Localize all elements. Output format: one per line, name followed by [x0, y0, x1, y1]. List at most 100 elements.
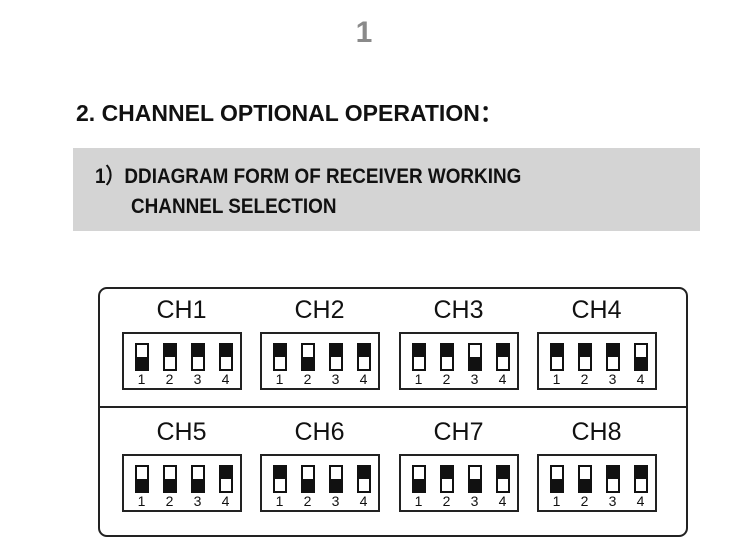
switch-knob-down	[164, 479, 175, 491]
switch-number: 1	[414, 371, 423, 387]
switch-knob-down	[469, 479, 480, 491]
switch-knob-up	[579, 345, 590, 357]
dip-switch-3: 3	[461, 465, 489, 509]
switch-knob-down	[302, 479, 313, 491]
dip-switch-1: 1	[543, 343, 571, 387]
switch-knob-up	[192, 345, 203, 357]
switch-knob-up	[607, 467, 618, 479]
switch-body	[549, 465, 564, 493]
switch-number: 2	[580, 371, 589, 387]
switch-body	[495, 343, 510, 371]
switch-body	[577, 343, 592, 371]
channel-label: CH2	[294, 296, 345, 324]
switch-number: 4	[636, 493, 645, 509]
switch-number: 4	[221, 371, 230, 387]
dip-switch-2: 2	[571, 343, 599, 387]
switch-body	[439, 465, 454, 493]
switch-knob-up	[358, 467, 369, 479]
switch-number: 1	[275, 493, 284, 509]
switch-knob-up	[441, 345, 452, 357]
switch-knob-down	[330, 479, 341, 491]
switch-body	[190, 465, 205, 493]
dip-switch-2: 2	[294, 465, 322, 509]
switch-body	[134, 343, 149, 371]
dip-switch-4: 4	[489, 465, 517, 509]
dip-switch-4: 4	[627, 343, 655, 387]
dip-switch-3: 3	[599, 343, 627, 387]
switch-body	[300, 465, 315, 493]
switch-number: 2	[442, 493, 451, 509]
switch-body	[218, 343, 233, 371]
switch-knob-up	[441, 467, 452, 479]
switch-knob-up	[164, 345, 175, 357]
channel-label: CH7	[433, 418, 484, 446]
dip-switch-4: 4	[212, 465, 240, 509]
channel-label: CH8	[571, 418, 622, 446]
switch-body	[162, 465, 177, 493]
switch-number: 3	[470, 493, 479, 509]
dip-switch-1: 1	[405, 343, 433, 387]
switch-knob-up	[220, 345, 231, 357]
switch-number: 3	[331, 493, 340, 509]
dip-switch-1: 1	[543, 465, 571, 509]
subsection-title-line-2: CHANNEL SELECTION	[131, 195, 337, 218]
switch-number: 4	[636, 371, 645, 387]
switch-number: 2	[303, 493, 312, 509]
switch-number: 2	[165, 493, 174, 509]
switch-number: 2	[303, 371, 312, 387]
subsection-banner: 1）DDIAGRAM FORM OF RECEIVER WORKING CHAN…	[73, 148, 700, 231]
page-number: 1	[355, 16, 373, 49]
switch-knob-up	[358, 345, 369, 357]
channel-label: CH1	[156, 296, 207, 324]
dip-switch-4: 4	[212, 343, 240, 387]
dip-switch-2: 2	[294, 343, 322, 387]
switch-knob-up	[607, 345, 618, 357]
switch-body	[328, 343, 343, 371]
dip-switch-3: 3	[461, 343, 489, 387]
dip-switch-3: 3	[322, 343, 350, 387]
switch-number: 1	[275, 371, 284, 387]
subsection-title-line-1: 1）DDIAGRAM FORM OF RECEIVER WORKING	[95, 165, 522, 188]
dip-switch-3: 3	[184, 465, 212, 509]
switch-number: 3	[470, 371, 479, 387]
switch-body	[633, 465, 648, 493]
dip-switch-4: 4	[350, 343, 378, 387]
switch-knob-up	[274, 467, 285, 479]
switch-body	[356, 343, 371, 371]
switch-number: 2	[580, 493, 589, 509]
dip-switch-2: 2	[433, 465, 461, 509]
switch-body	[439, 343, 454, 371]
dip-switch-2: 2	[571, 465, 599, 509]
switch-body	[328, 465, 343, 493]
switch-body	[467, 465, 482, 493]
switch-knob-down	[413, 479, 424, 491]
switch-knob-up	[551, 345, 562, 357]
switch-number: 1	[137, 493, 146, 509]
switch-body	[218, 465, 233, 493]
dip-switch-4: 4	[350, 465, 378, 509]
switch-knob-down	[302, 357, 313, 369]
switch-number: 3	[193, 371, 202, 387]
switch-knob-up	[274, 345, 285, 357]
switch-number: 1	[552, 493, 561, 509]
row-divider	[100, 406, 686, 408]
switch-knob-down	[579, 479, 590, 491]
switch-knob-up	[497, 467, 508, 479]
section-heading: 2. CHANNEL OPTIONAL OPERATION：	[76, 100, 503, 126]
switch-number: 4	[359, 371, 368, 387]
channel-label: CH3	[433, 296, 484, 324]
switch-knob-up	[330, 345, 341, 357]
switch-knob-down	[551, 479, 562, 491]
